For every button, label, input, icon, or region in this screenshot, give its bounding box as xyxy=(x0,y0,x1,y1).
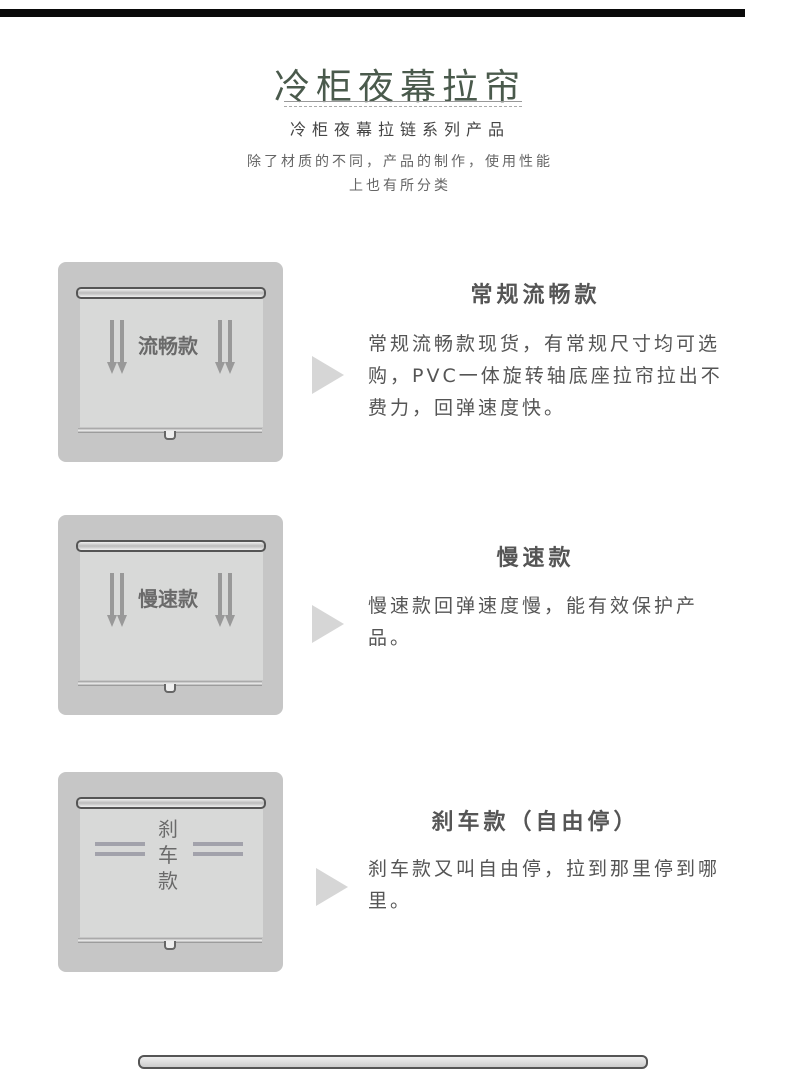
divider xyxy=(284,101,522,102)
section-text: 刹车款又叫自由停，拉到那里停到哪里。 xyxy=(368,858,721,912)
pull-handle xyxy=(164,941,176,950)
section-title: 慢速款 xyxy=(496,546,575,571)
roller-tube xyxy=(76,540,266,552)
roller-tube xyxy=(76,797,266,809)
play-triangle-icon xyxy=(316,868,348,906)
page-subtitle: 冷柜夜幕拉链系列产品 xyxy=(289,120,510,139)
divider-dashed xyxy=(284,106,522,107)
bottom-bar xyxy=(78,428,262,433)
wavy-arrow-down-icon xyxy=(215,573,225,627)
arrow-down-icon xyxy=(107,320,117,374)
wavy-arrow-down-icon xyxy=(107,573,117,627)
desc-line: 上也有所分类 xyxy=(349,178,451,194)
product-image-smooth: 流畅款 xyxy=(58,262,283,462)
section-title: 常规流畅款 xyxy=(470,283,601,308)
top-bar xyxy=(0,9,745,17)
arrow-down-icon xyxy=(215,320,225,374)
wavy-arrow-down-icon xyxy=(117,573,127,627)
arrow-down-icon xyxy=(225,320,235,374)
image-label: 慢速款 xyxy=(138,587,198,611)
arrow-left-icon xyxy=(193,852,243,856)
arrow-down-icon xyxy=(117,320,127,374)
section-text: 常规流畅款现货，有常规尺寸均可选购，PVC一体旋转轴底座拉帘拉出不费力，回弹速度… xyxy=(368,333,723,419)
arrow-right-icon xyxy=(95,852,145,856)
wavy-arrow-down-icon xyxy=(225,573,235,627)
play-triangle-icon xyxy=(312,605,344,643)
product-image-brake: 刹车款 xyxy=(58,772,283,972)
section-title: 刹车款（自由停） xyxy=(431,810,640,835)
image-label: 刹车款 xyxy=(158,817,178,893)
blind-sheet xyxy=(80,809,263,937)
bottom-bar xyxy=(78,938,262,943)
desc-line: 除了材质的不同，产品的制作，使用性能 xyxy=(247,154,553,170)
pull-handle xyxy=(164,431,176,440)
roller-tube xyxy=(76,287,266,299)
pull-handle xyxy=(164,684,176,693)
page-description: 除了材质的不同，产品的制作，使用性能 上也有所分类 xyxy=(0,150,800,198)
page-title: 冷柜夜幕拉帘 xyxy=(273,67,526,108)
arrow-left-icon xyxy=(193,842,243,846)
play-triangle-icon xyxy=(312,356,344,394)
product-roller-image xyxy=(138,1055,648,1069)
section-text: 慢速款回弹速度慢，能有效保护产品。 xyxy=(368,595,699,649)
arrow-right-icon xyxy=(95,842,145,846)
bottom-bar xyxy=(78,681,262,686)
product-image-slow: 慢速款 xyxy=(58,515,283,715)
image-label: 流畅款 xyxy=(138,334,198,358)
